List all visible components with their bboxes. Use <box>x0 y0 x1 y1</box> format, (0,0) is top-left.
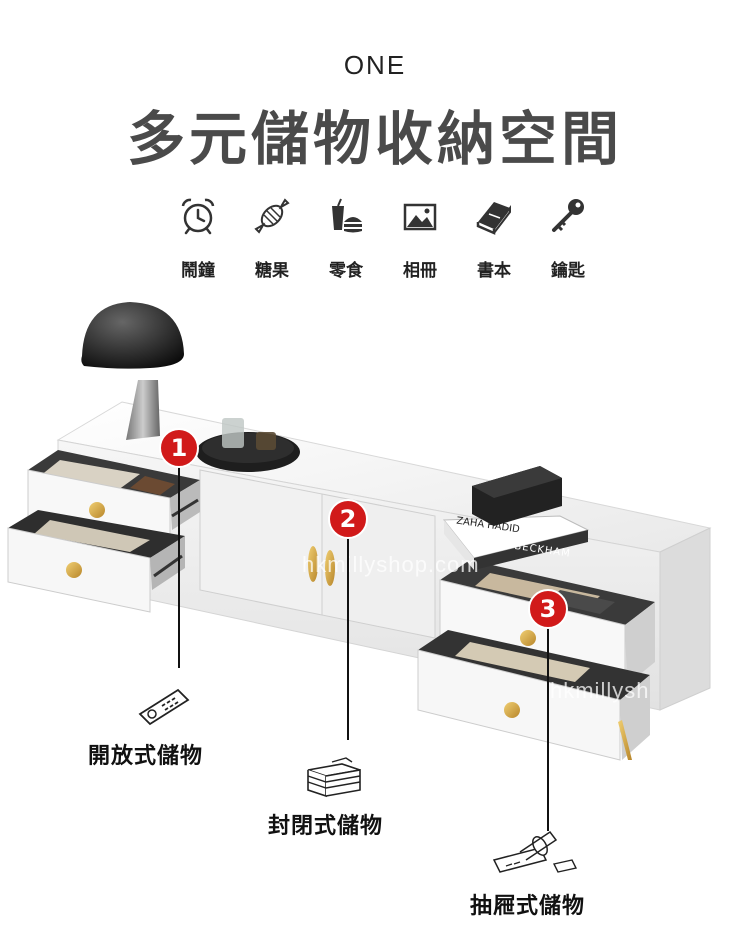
icon-label: 鬧鐘 <box>181 261 215 281</box>
icon-item-key: 鑰匙 <box>538 196 598 286</box>
storage-label-drawer: 抽屜式儲物 <box>470 894 586 919</box>
tv-cabinet-illustration <box>7 302 712 761</box>
icon-label: 糖果 <box>255 261 289 281</box>
leader-line <box>178 466 180 668</box>
key-icon <box>552 199 584 232</box>
icon-label: 零食 <box>329 261 363 281</box>
marker-3: 3 <box>528 589 568 629</box>
alarm-clock-icon <box>181 198 215 235</box>
watermark: hkmillysh <box>550 678 650 703</box>
watermark: hkmillyshop.com <box>302 552 480 577</box>
right-drawer-lower <box>417 649 621 761</box>
table-lamp <box>126 380 160 440</box>
remote-control-icon <box>138 688 190 726</box>
folded-clothes-icon <box>307 757 361 798</box>
marker-1: 1 <box>159 428 199 468</box>
leader-line <box>547 623 549 831</box>
rolled-documents-icon <box>492 830 578 873</box>
book-icon <box>476 202 511 235</box>
candy-icon <box>254 198 290 234</box>
icon-item-snack: 零食 <box>316 196 376 286</box>
page-title: 多元儲物收納空間 <box>126 105 623 173</box>
storage-label-open: 開放式儲物 <box>88 744 204 769</box>
icon-label: 書本 <box>477 261 511 281</box>
photo-album-icon <box>403 203 437 231</box>
tv-cabinet-scene: hkmillyshop.com hkmillysh ZAHA HADID DAV… <box>0 290 750 948</box>
snack-icon <box>332 198 362 233</box>
marker-2: 2 <box>328 499 368 539</box>
leader-line <box>347 534 349 740</box>
icon-item-album: 相冊 <box>390 196 450 286</box>
icon-label: 鑰匙 <box>551 261 585 281</box>
icon-item-alarm: 鬧鐘 <box>168 196 228 286</box>
cabinet-door-left <box>199 469 323 616</box>
icon-label: 相冊 <box>403 261 437 281</box>
icon-item-book: 書本 <box>464 196 524 286</box>
header-kicker: ONE <box>343 50 407 80</box>
icon-item-candy: 糖果 <box>242 196 302 286</box>
storage-label-closed: 封閉式儲物 <box>268 814 384 839</box>
item-icon-row: 鬧鐘 糖果 零食 相冊 <box>166 196 596 286</box>
